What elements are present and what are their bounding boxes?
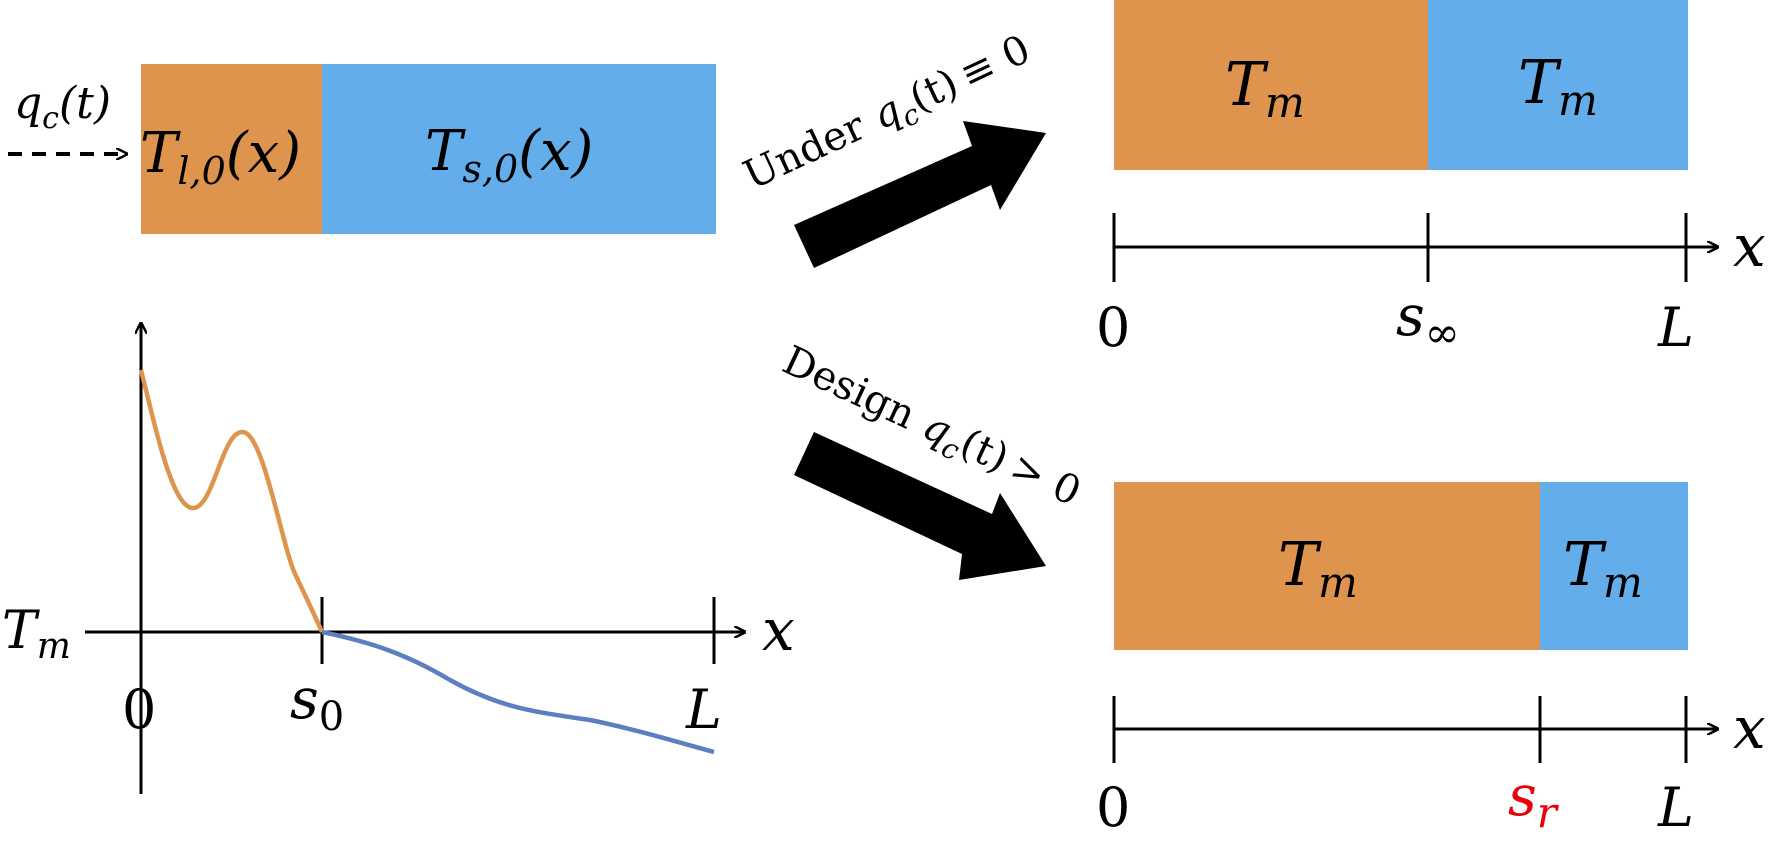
lower-liquid-region	[1114, 482, 1540, 650]
profile-tick-end-label: L	[685, 678, 722, 741]
arrow-upper: Underqc(t)≡ 0	[737, 26, 1046, 268]
heat-flux-input: qc(t)	[8, 78, 126, 154]
upper-solid-region	[1428, 0, 1688, 170]
upper-block-arrow	[794, 121, 1046, 268]
arrow-lower: Designqc(t)> 0	[776, 337, 1088, 580]
lower-tick-zero-label: 0	[1096, 776, 1130, 839]
flux-label: qc(t)	[14, 78, 111, 136]
initial-liquid-region	[141, 64, 322, 234]
lower-solid-label: Tm	[1563, 530, 1643, 607]
profile-melting-temp-label: Tm	[2, 601, 71, 667]
initial-state-bar: Tl,0(x) Ts,0(x)	[140, 64, 716, 234]
initial-solid-label: Ts,0(x)	[425, 119, 593, 191]
solid-temperature-curve	[321, 629, 715, 755]
lower-liquid-label: Tm	[1278, 530, 1358, 607]
upper-axis-label: x	[1733, 212, 1766, 280]
lower-tick-end-label: L	[1657, 776, 1694, 839]
result-lower-bar: Tm Tm	[1114, 482, 1688, 650]
upper-solid-label: Tm	[1518, 48, 1598, 125]
initial-profile-plot: Tm x 0 s0 L	[2, 324, 795, 794]
result-lower-axis: x 0 sr L	[1096, 694, 1766, 839]
upper-liquid-label: Tm	[1225, 50, 1305, 127]
upper-tick-end-label: L	[1657, 296, 1694, 359]
result-upper-axis: x 0 s∞ L	[1096, 212, 1766, 359]
profile-tick-interface-label: s0	[290, 667, 344, 740]
result-upper-bar: Tm Tm	[1114, 0, 1688, 170]
initial-liquid-label: Tl,0(x)	[140, 121, 301, 193]
upper-liquid-region	[1114, 0, 1428, 170]
lower-axis-label: x	[1733, 694, 1766, 762]
lower-tick-interface-label: sr	[1508, 764, 1560, 837]
initial-solid-region	[322, 64, 716, 234]
upper-tick-zero-label: 0	[1096, 296, 1130, 359]
upper-tick-interface-label: s∞	[1396, 284, 1460, 357]
profile-tick-zero-label: 0	[122, 678, 156, 741]
profile-x-label: x	[762, 596, 795, 664]
lower-block-arrow	[794, 432, 1046, 580]
liquid-temperature-curve	[138, 369, 325, 633]
lower-solid-region	[1540, 482, 1688, 650]
